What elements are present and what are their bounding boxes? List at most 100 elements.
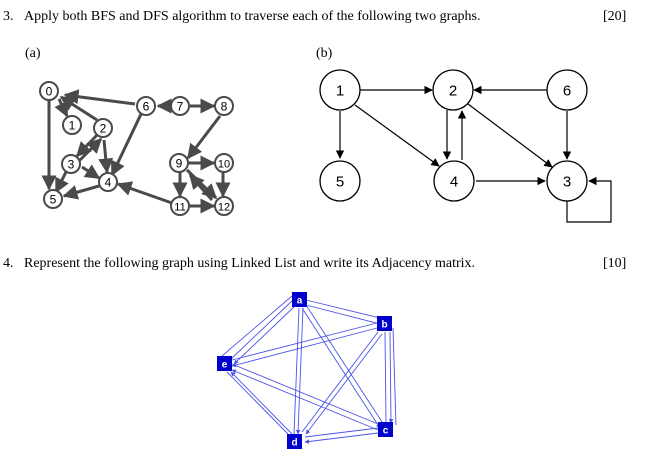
edge-c-b-d2 [305,333,383,435]
edge-c-b-d [301,331,379,433]
svg-text:2: 2 [449,83,457,100]
edge-a-3-2 [75,137,103,165]
node-a-11: 11 [170,196,190,216]
q3-marks: [20] [603,9,627,24]
edge-c-b-e2 [231,327,378,368]
edge-c-a-c [305,304,385,426]
edge-a-3-5 [54,169,69,194]
svg-text:d: d [291,438,297,449]
node-a-3: 3 [61,154,81,174]
svg-text:c: c [383,426,389,437]
node-c-b: b [377,316,392,331]
q3-text: Apply both BFS and DFS algorithm to trav… [24,9,481,24]
svg-text:b: b [381,320,387,331]
q4-marks: [10] [603,256,627,271]
node-c-a: a [292,292,307,307]
node-c-e: e [217,356,232,371]
graph-a-nodes: 0 1 2 3 4 5 6 7 8 9 10 11 12 [39,81,234,216]
node-a-1: 1 [62,115,82,135]
node-a-10: 10 [214,153,234,173]
graph-b-edges [335,85,612,223]
edge-b-3-3 [566,176,612,223]
edge-c-a-c2 [301,307,381,429]
edge-a-12-9 [188,173,214,201]
svg-text:3: 3 [68,158,75,172]
svg-text:11: 11 [174,202,185,214]
edge-b-2-3 [467,103,553,168]
node-b-2: 2 [432,69,474,111]
edge-c-b-c2 [388,331,394,424]
edge-a-6-0 [63,89,136,106]
node-a-5: 5 [43,189,63,209]
node-a-9: 9 [169,153,189,173]
edge-c-c-d [304,427,379,438]
edge-c-a-d [293,307,300,435]
node-a-4: 4 [98,172,118,192]
svg-text:8: 8 [221,100,228,114]
node-c-c: c [378,422,393,437]
edge-c-a-e [230,299,294,360]
edge-c-a-e2 [233,304,297,365]
edge-c-outer-b [392,327,397,426]
graph-a-edges [41,89,231,214]
edge-c-d-e2 [230,371,293,435]
svg-text:4: 4 [450,174,458,191]
edge-a-11-4 [116,181,173,205]
node-a-12: 12 [214,196,234,216]
svg-text:6: 6 [563,83,571,100]
svg-text:6: 6 [143,100,150,114]
node-b-3: 3 [546,160,588,202]
edge-a-6-4 [110,111,144,177]
node-a-6: 6 [136,96,156,116]
node-b-5: 5 [319,160,361,202]
node-a-7: 7 [170,96,190,116]
svg-text:10: 10 [218,159,230,171]
edge-c-c-e2 [231,369,379,431]
q3-part-b-label: (b) [316,46,333,61]
node-a-2: 2 [93,118,113,138]
svg-text:9: 9 [176,157,183,171]
edge-c-b-c [384,331,387,424]
edge-a-8-9 [186,115,222,160]
svg-text:e: e [222,360,228,371]
svg-text:7: 7 [177,100,184,114]
svg-text:5: 5 [50,193,57,207]
graph-c-edges [221,295,397,444]
svg-text:12: 12 [218,202,230,214]
edge-c-a-b2 [305,304,385,327]
node-b-1: 1 [319,69,361,111]
edge-c-outer-a [221,295,293,357]
edge-a-2-0 [59,95,98,122]
q4-text: Represent the following graph using Link… [24,256,476,271]
edge-c-a-d2 [295,307,304,435]
edge-a-3-4 [81,164,101,180]
edge-c-d-e [226,371,289,435]
svg-text:a: a [297,296,303,307]
edge-a-4-5 [62,184,100,200]
svg-text:1: 1 [336,83,344,100]
edge-a-9-12 [185,168,218,200]
svg-text:5: 5 [336,174,344,191]
edge-b-1-4 [354,104,440,167]
node-c-d: d [287,434,302,449]
q3-part-a-label: (a) [25,46,41,61]
edge-a-2-4 [98,139,114,174]
node-b-6: 6 [546,69,588,111]
svg-text:4: 4 [105,176,112,190]
node-a-0: 0 [39,81,59,101]
node-b-4: 4 [433,160,475,202]
node-a-8: 8 [214,96,234,116]
svg-text:3: 3 [563,174,571,191]
q4-number: 4. [3,256,14,271]
edge-c-c-d2 [304,432,379,444]
edge-c-c-e [231,363,379,425]
svg-text:2: 2 [100,122,107,136]
q3-number: 3. [3,9,14,24]
graph-b-nodes: 1 2 6 5 4 3 [319,69,588,202]
edge-c-b-e [231,322,378,361]
svg-text:1: 1 [69,119,76,133]
edge-c-a-b [305,299,385,320]
svg-text:0: 0 [46,85,53,99]
graph-c-nodes: a b c d e [217,292,393,449]
